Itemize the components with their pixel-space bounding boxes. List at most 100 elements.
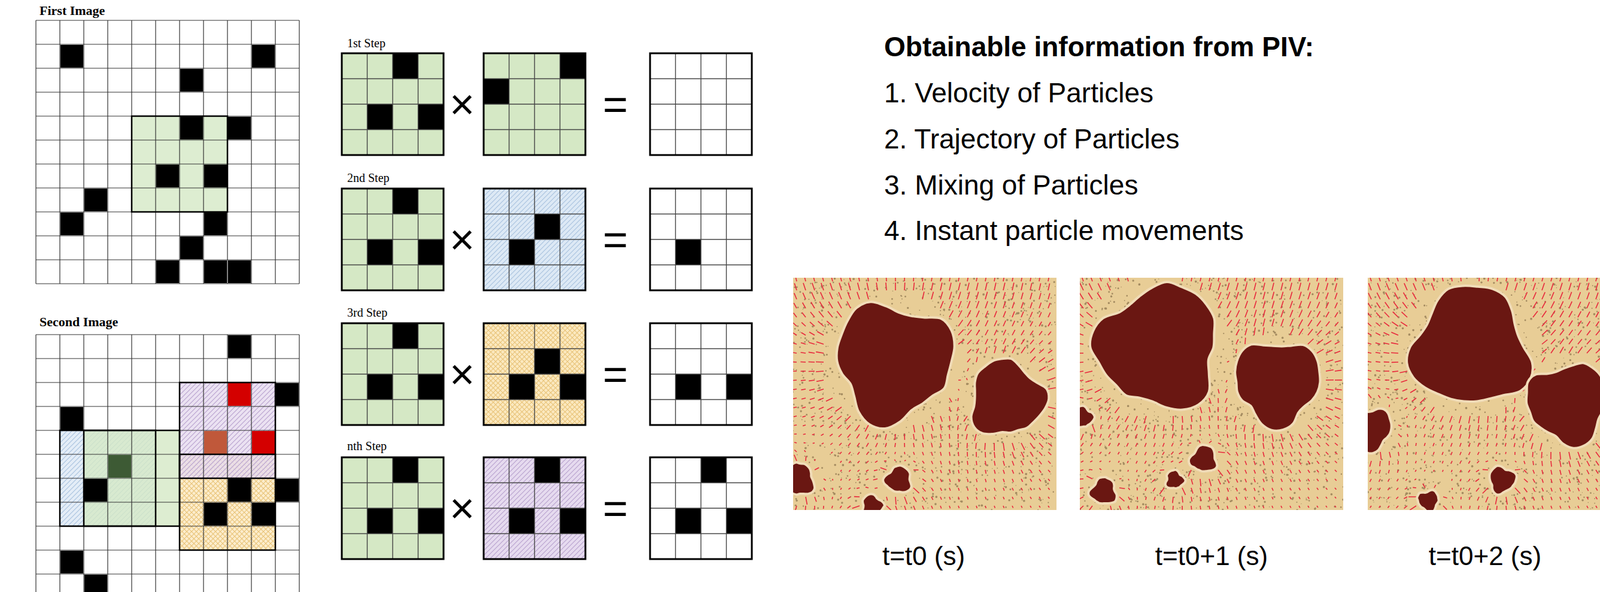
particle-cell (367, 508, 394, 534)
window-border (483, 188, 586, 291)
bubble (1234, 344, 1320, 431)
bubble (1416, 489, 1439, 510)
particle-cell (252, 502, 275, 526)
correlation-result (650, 188, 752, 291)
step-label: 2nd Step (347, 171, 390, 185)
particle-cell (275, 478, 299, 502)
window-fill (341, 53, 444, 156)
bubble (1489, 465, 1517, 496)
bubble (1090, 281, 1216, 411)
bubble (793, 462, 815, 496)
particle-cell (418, 104, 445, 130)
velocity-vectors (793, 277, 1056, 510)
image-title: Second Image (39, 314, 118, 330)
grid-lines (341, 323, 444, 425)
correlation-result (650, 457, 752, 560)
seed-particles (793, 277, 1056, 510)
particle-cell (108, 454, 132, 478)
grid-lines (341, 188, 444, 291)
particle-cell (392, 457, 419, 484)
particle-cell (204, 502, 227, 526)
particle-cell (228, 383, 251, 406)
correlation-result (650, 323, 752, 425)
photo-content (793, 277, 1057, 510)
velocity-vectors (1079, 277, 1343, 510)
grid-lines (35, 20, 300, 284)
window-hatch (483, 323, 586, 425)
particle-cell (560, 53, 587, 80)
operator-symbol: = (602, 79, 628, 130)
window-border (341, 53, 444, 156)
bubble (1367, 408, 1392, 454)
particle-cell (509, 374, 536, 400)
bubble (1526, 362, 1600, 449)
step-label: nth Step (347, 439, 387, 454)
time-label: t=t0+1 (s) (1155, 541, 1268, 572)
particle-cell (418, 374, 445, 400)
particle-cell (675, 239, 702, 266)
window-border (83, 430, 180, 527)
bubble (1088, 477, 1117, 504)
operator-symbol: = (602, 349, 628, 400)
correlation-result (650, 53, 752, 156)
interrogation-window (341, 188, 444, 291)
list-item: 4. Instant particle movements (884, 214, 1244, 247)
window-border (341, 457, 444, 560)
particle-cell (180, 68, 203, 92)
list-heading: Obtainable information from PIV: (884, 31, 1314, 63)
grid-lines (483, 188, 586, 291)
step-label: 1st Step (347, 36, 386, 51)
particle-cell (60, 407, 84, 430)
window-fill (341, 457, 444, 560)
piv-photo (1348, 273, 1600, 513)
particle-cell (534, 457, 561, 484)
particle-cell (228, 478, 251, 502)
bubble (1165, 469, 1186, 489)
particle-cell (675, 508, 702, 534)
particle-cell (60, 212, 84, 236)
particle-cell (84, 574, 108, 592)
image-title: First Image (39, 2, 105, 18)
window-border (179, 382, 276, 479)
bubble (1188, 444, 1218, 472)
time-label: t=t0+2 (s) (1428, 541, 1542, 572)
grid-lines (650, 53, 752, 156)
bubble (970, 357, 1049, 434)
search-window (483, 53, 586, 156)
interrogation-window (341, 457, 444, 560)
grid-lines (650, 188, 752, 291)
particle-cell (534, 214, 561, 241)
operator-symbol: × (449, 483, 475, 534)
particle-cell (509, 239, 536, 266)
particle-cell (180, 236, 203, 260)
window-hatch (483, 457, 586, 560)
bubble (836, 301, 955, 429)
grid-lines (650, 323, 752, 425)
window-border (341, 323, 444, 425)
window-border (179, 454, 276, 551)
window-fill (483, 457, 586, 560)
particle-cell (367, 104, 394, 130)
window-border (650, 53, 752, 156)
window-fill (650, 188, 752, 291)
particle-cell (560, 374, 587, 400)
particle-cell (204, 212, 227, 236)
list-item: 1. Velocity of Particles (884, 77, 1154, 109)
particle-cell (156, 164, 179, 188)
bubble (1079, 405, 1095, 428)
operator-symbol: = (602, 483, 628, 534)
window-fill (341, 323, 444, 425)
time-label: t=t0 (s) (882, 541, 965, 572)
window-fill (483, 188, 586, 291)
window-border (131, 116, 228, 212)
particle-cell (726, 508, 753, 534)
particle-cell (367, 374, 394, 400)
window-fill (483, 323, 586, 425)
window-hatch (483, 188, 586, 291)
window-fill (483, 53, 586, 156)
particle-cell (204, 430, 227, 454)
particle-cell (418, 239, 445, 266)
window-fill (650, 457, 752, 560)
particle-cell (228, 260, 251, 284)
